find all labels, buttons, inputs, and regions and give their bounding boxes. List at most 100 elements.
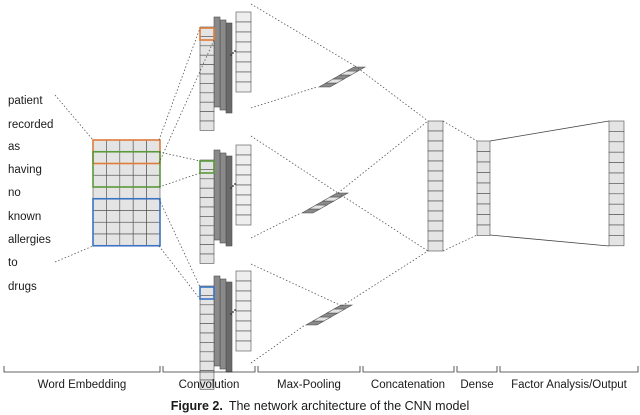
connection-line xyxy=(250,324,306,364)
embedding-cell xyxy=(106,139,121,153)
conv-back-cell xyxy=(235,320,252,332)
connection-line xyxy=(354,65,429,122)
output-cell xyxy=(608,151,625,163)
conv-front-cell xyxy=(199,342,215,353)
conv-front-cell xyxy=(199,332,215,343)
conv-front-cell xyxy=(199,225,215,236)
concat-cell xyxy=(427,210,444,222)
connection-line xyxy=(442,234,478,252)
connection-line xyxy=(158,245,201,300)
embedding-cell xyxy=(146,174,161,188)
pool-cell xyxy=(331,74,353,80)
embedding-cell xyxy=(106,210,121,223)
conv-front-cell xyxy=(199,323,215,334)
concat-cell xyxy=(427,190,444,202)
embedding-cell xyxy=(119,210,134,223)
conv-sheet xyxy=(225,22,233,114)
pool-cell xyxy=(314,200,336,206)
pool-vector xyxy=(304,304,354,326)
embedding-cell xyxy=(106,151,121,164)
conv-sheet xyxy=(219,152,227,244)
conv-front-cell xyxy=(199,197,215,208)
conv-dot xyxy=(234,183,236,185)
conv-front-cell xyxy=(199,101,215,112)
dense-cell xyxy=(476,172,491,184)
embedding-cell xyxy=(146,210,161,223)
word-1: patient xyxy=(8,95,43,107)
conv-back-cell xyxy=(235,204,252,216)
stage-label-max-pooling: Max-Pooling xyxy=(277,379,341,391)
connection-line xyxy=(337,120,429,194)
conv-sheet xyxy=(213,16,221,108)
connection-line xyxy=(158,27,201,141)
concat-cell xyxy=(427,240,444,252)
embedding-cell xyxy=(106,221,121,235)
embedding-cell xyxy=(119,221,134,235)
embedding-cell xyxy=(119,186,134,200)
caption-label: Figure 2. xyxy=(171,399,223,413)
pool-vector xyxy=(300,192,350,214)
dense-cell xyxy=(476,151,491,163)
embedding-cell xyxy=(92,198,107,211)
conv-front-cell xyxy=(199,187,215,198)
figure-caption: Figure 2.The network architecture of the… xyxy=(171,399,469,413)
output-layer xyxy=(608,120,625,247)
dense-cell xyxy=(476,203,491,215)
output-cell xyxy=(608,183,625,195)
conv-back-cell xyxy=(235,81,252,93)
conv-back-cell xyxy=(235,330,252,342)
embedding-cell xyxy=(132,233,147,247)
embedding-cell xyxy=(146,186,161,200)
embedding-cell xyxy=(132,174,147,188)
embedding-cell xyxy=(132,210,147,223)
embedding-cell xyxy=(146,151,161,164)
embedding-cell xyxy=(146,163,161,176)
pool-cell xyxy=(304,320,326,326)
conv-filter-group xyxy=(199,270,252,390)
output-cell xyxy=(608,141,625,153)
output-cell xyxy=(608,131,625,143)
conv-dot xyxy=(234,50,236,52)
embedding-cell xyxy=(106,174,121,188)
embedding-cell xyxy=(92,186,107,200)
word-2: recorded xyxy=(8,119,53,131)
embedding-cell xyxy=(146,198,161,211)
pool-cell xyxy=(345,66,367,72)
pool-cell xyxy=(317,82,339,88)
conv-sheet xyxy=(213,149,221,241)
conv-back-cell xyxy=(235,61,252,73)
conv-sheet xyxy=(213,275,221,367)
word-9: drugs xyxy=(8,281,37,293)
embedding-cell xyxy=(119,174,134,188)
stage-labels: Word Embedding Convolution Max-Pooling C… xyxy=(38,379,628,391)
conv-front-cell xyxy=(199,83,215,94)
max-pooling-layer xyxy=(300,66,367,326)
conv-front-cell xyxy=(199,111,215,122)
conv-front-cell xyxy=(199,244,215,255)
pool-cell xyxy=(332,304,354,310)
stage-brackets xyxy=(3,366,639,373)
concat-cell xyxy=(427,120,444,132)
concat-cell xyxy=(427,150,444,162)
embedding-cell xyxy=(92,163,107,176)
dense-cell xyxy=(476,224,491,236)
concat-cell xyxy=(427,230,444,242)
embedding-cell xyxy=(92,174,107,188)
stage-label-dense: Dense xyxy=(460,379,493,391)
stage-label-output: Factor Analysis/Output xyxy=(511,379,627,391)
embedding-cell xyxy=(119,163,134,176)
conv-back-cell xyxy=(235,214,252,226)
word-8: to xyxy=(8,257,18,269)
conv-back-cell xyxy=(235,154,252,166)
embedding-cell xyxy=(106,163,121,176)
connection-line xyxy=(489,234,610,247)
connection-line xyxy=(250,3,356,67)
dense-layer xyxy=(476,140,491,236)
conv-front-cell xyxy=(199,351,215,362)
word-3: as xyxy=(8,141,20,153)
embedding-cell xyxy=(92,221,107,235)
pool-cell xyxy=(321,196,343,202)
pool-vector xyxy=(317,66,367,88)
dense-cell xyxy=(476,161,491,173)
